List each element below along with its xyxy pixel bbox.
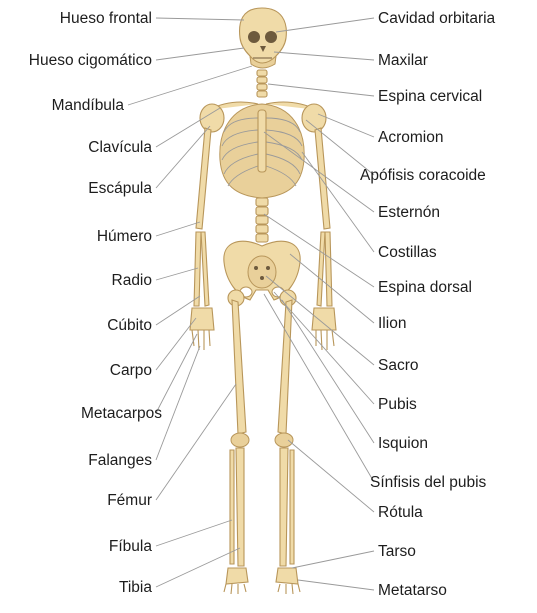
skeleton-illustration bbox=[190, 8, 336, 594]
label-radio: Radio bbox=[112, 272, 153, 289]
skull bbox=[240, 8, 287, 64]
label-espina-cervical: Espina cervical bbox=[378, 88, 482, 105]
rib-cage bbox=[220, 104, 304, 198]
label-clavicula: Clavícula bbox=[88, 139, 152, 156]
labels-right: Cavidad orbitaria Maxilar Espina cervica… bbox=[360, 10, 496, 599]
label-hueso-cigomatico: Hueso cigomático bbox=[29, 52, 152, 69]
label-costillas: Costillas bbox=[378, 244, 437, 261]
label-esternon: Esternón bbox=[378, 204, 440, 221]
label-femur: Fémur bbox=[107, 492, 152, 509]
label-tibia: Tibia bbox=[119, 579, 152, 596]
label-apofisis-coracoide: Apófisis coracoide bbox=[360, 167, 486, 184]
label-tarso: Tarso bbox=[378, 543, 416, 560]
label-metacarpos: Metacarpos bbox=[81, 405, 162, 422]
label-fibula: Fíbula bbox=[109, 538, 152, 555]
label-isquion: Isquion bbox=[378, 435, 428, 452]
label-ilion: Ilion bbox=[378, 315, 406, 332]
label-cubito: Cúbito bbox=[107, 317, 152, 334]
label-pubis: Pubis bbox=[378, 396, 417, 413]
label-falanges: Falanges bbox=[88, 452, 152, 469]
label-espina-dorsal: Espina dorsal bbox=[378, 279, 472, 296]
label-maxilar: Maxilar bbox=[378, 52, 428, 69]
label-acromion: Acromion bbox=[378, 129, 443, 146]
label-rotula: Rótula bbox=[378, 504, 423, 521]
label-sacro: Sacro bbox=[378, 357, 419, 374]
label-mandibula: Mandíbula bbox=[52, 97, 125, 114]
label-metatarso: Metatarso bbox=[378, 582, 447, 599]
label-sinfisis-del-pubis: Sínfisis del pubis bbox=[370, 474, 487, 491]
label-carpo: Carpo bbox=[110, 362, 152, 379]
label-hueso-frontal: Hueso frontal bbox=[60, 10, 152, 27]
label-humero: Húmero bbox=[97, 228, 152, 245]
label-escapula: Escápula bbox=[88, 180, 152, 197]
labels-left: Hueso frontal Hueso cigomático Mandíbula… bbox=[29, 10, 162, 596]
label-cavidad-orbitaria: Cavidad orbitaria bbox=[378, 10, 496, 27]
